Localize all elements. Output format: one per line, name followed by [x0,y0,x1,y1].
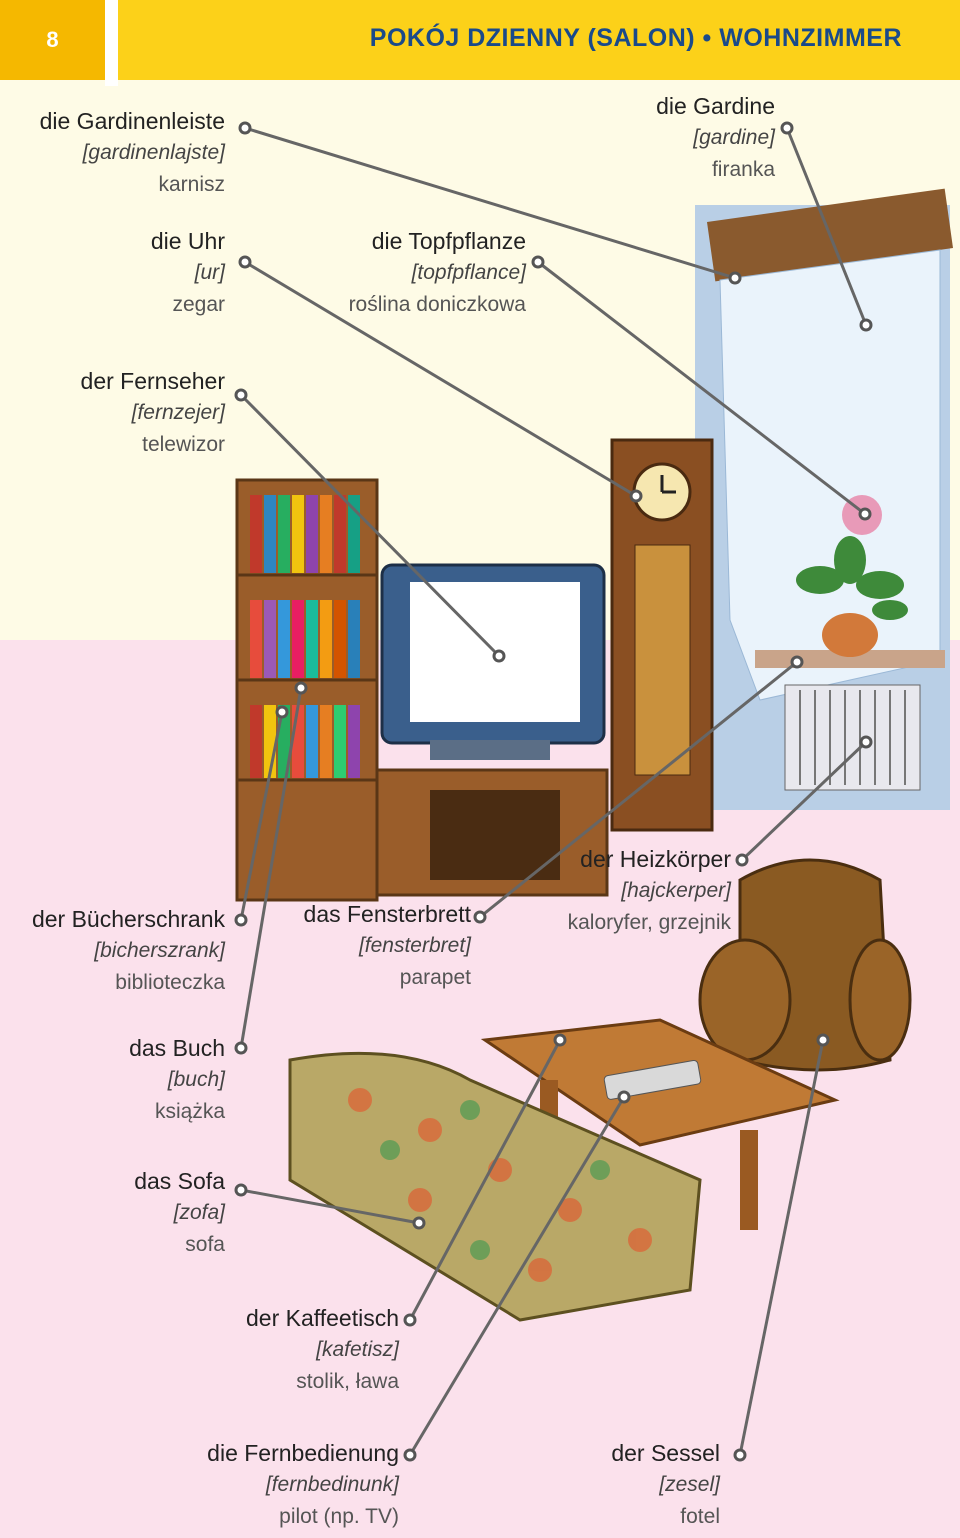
page-tab-divider [105,0,118,86]
page-number: 8 [0,0,105,80]
sofa [288,1051,702,1322]
label-buch: das Buch [buch] książka [129,1035,225,1123]
books [250,495,360,778]
sofa-pattern [348,1088,652,1282]
label-heizkoerper: der Heizkörper [hajckerper] kaloryfer, g… [567,846,731,934]
label-buecherschrank: der Bücherschrank [bicherszrank] bibliot… [31,906,225,994]
label-gardinenleiste: die Gardinenleiste [gardinenlajste] karn… [39,108,225,196]
label-fensterbrett: das Fensterbrett [fensterbret] parapet [303,901,471,989]
label-sofa: das Sofa [zofa] sofa [134,1168,225,1256]
label-topfpflanze: die Topfpflanze [topfpflance] roślina do… [348,228,526,316]
label-fernbedienung: die Fernbedienung [fernbedinunk] pilot (… [207,1440,399,1528]
flower-pot [822,613,878,657]
radiator [784,684,921,791]
page-title: POKÓJ DZIENNY (SALON) • WOHNZIMMER [369,24,902,52]
leader-endpoints [234,121,873,1462]
tv-stand [430,740,550,760]
plant-leaves [796,536,908,620]
header-bar [0,0,960,80]
leader-lines [239,126,868,1456]
clock-case-glass [634,544,691,776]
label-sessel: der Sessel [zesel] fotel [611,1440,720,1528]
label-gardine: die Gardine [gardine] firanka [656,93,775,181]
label-kaffeetisch: der Kaffeetisch [kafetisz] stolik, ława [245,1305,399,1393]
label-fernseher: der Fernseher [fernzejer] telewizor [80,368,225,456]
remote-control [603,1059,702,1100]
label-uhr: die Uhr [ur] zegar [150,228,225,316]
cabinet-shelf [430,790,560,880]
